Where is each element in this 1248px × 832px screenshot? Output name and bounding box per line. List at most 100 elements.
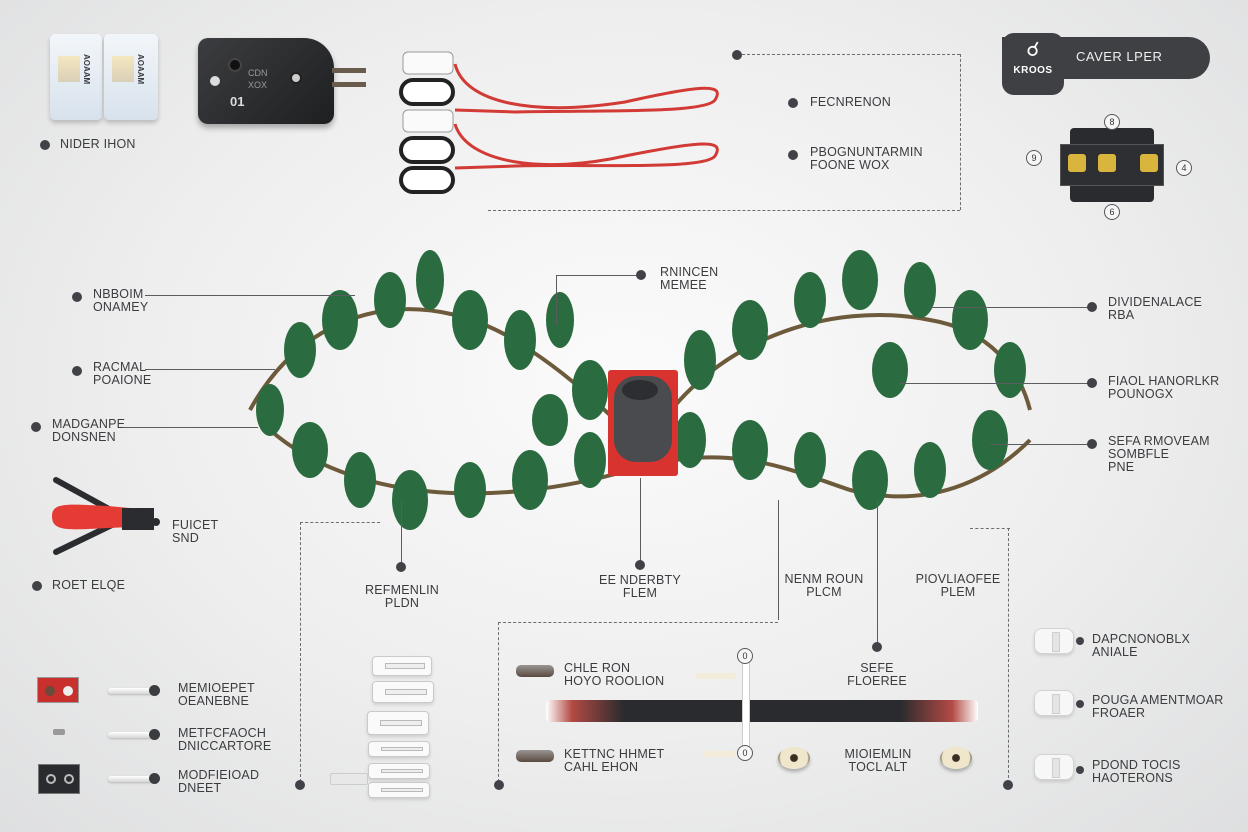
bracket-item-label: FECNRENON xyxy=(810,95,891,109)
dashed-connector xyxy=(498,622,778,623)
plug-mark: 01 xyxy=(230,94,245,109)
marker-dot xyxy=(788,98,798,108)
leaf-garland xyxy=(248,250,1032,530)
marker-dot xyxy=(40,140,50,150)
small-fuse xyxy=(53,729,65,735)
callout-line xyxy=(145,369,275,370)
terminal-chip xyxy=(1060,128,1164,202)
marker-dot xyxy=(1076,766,1084,774)
chip-marker: 4 xyxy=(1176,160,1192,176)
marker-dot xyxy=(788,150,798,160)
callout-line xyxy=(640,478,641,564)
marker-dot xyxy=(396,562,406,572)
center-callout-label: RNINCEN MEMEE xyxy=(660,265,719,292)
bracket-start-dot xyxy=(732,50,742,60)
marker-dot xyxy=(1087,439,1097,449)
vertical-bar xyxy=(742,656,750,756)
slot-connector xyxy=(367,711,429,735)
black-socket-pair xyxy=(38,764,80,794)
slot-connector xyxy=(368,782,430,798)
callout-line xyxy=(401,500,402,566)
bar-marker: 0 xyxy=(737,648,753,664)
washer xyxy=(940,747,972,769)
mid-callout-label: REFMENLIN PLDN xyxy=(364,583,440,610)
probe-pin xyxy=(108,729,160,740)
chip-marker: 6 xyxy=(1104,204,1120,220)
copper-crimp xyxy=(516,665,554,677)
bottom-right-label: POUGA AMENTMOAR FROAER xyxy=(1092,693,1224,720)
right-callout-label: FIAOL HANORLKR POUNOGX xyxy=(1108,374,1220,401)
marker-dot xyxy=(31,422,41,432)
bottom-right-label: PDOND TOCIS HAOTERONS xyxy=(1092,758,1181,785)
mid-callout-label: PIOVLIAOFEE PLEM xyxy=(915,572,1001,599)
plug-mark: CDN xyxy=(248,68,268,78)
plastic-clip xyxy=(1034,628,1074,654)
callout-line xyxy=(556,275,557,325)
right-callout-label: SEFA RMOVEAM SOMBFLE PNE xyxy=(1108,434,1210,474)
marker-dot xyxy=(32,581,42,591)
terminal-strip xyxy=(704,751,736,757)
badge-title: CAVER LPER xyxy=(1076,49,1163,64)
dashed-connector xyxy=(970,528,1010,529)
bottom-left-label: MEMIOEPET OEANEBNE xyxy=(178,681,255,708)
dashed-connector xyxy=(498,622,499,782)
dashed-connector xyxy=(1008,528,1009,778)
plug-mark: XOX xyxy=(248,80,268,90)
tool-label: FUICET SND xyxy=(172,518,219,545)
plastic-clip xyxy=(1034,754,1074,780)
slot-plug xyxy=(330,773,368,785)
red-test-leads xyxy=(399,51,719,194)
marker-dot xyxy=(1076,700,1084,708)
dashed-connector xyxy=(742,54,960,55)
marker-dot xyxy=(295,780,305,790)
callout-line xyxy=(778,500,779,620)
marker-dot xyxy=(636,270,646,280)
chip-marker: 9 xyxy=(1026,150,1042,166)
mid-callout-label: NENM ROUN PLCM xyxy=(784,572,864,599)
marker-dot xyxy=(72,292,82,302)
marker-dot xyxy=(1003,780,1013,790)
bar-marker: 0 xyxy=(737,745,753,761)
junction-label: SEFE FLOEREE xyxy=(847,661,907,688)
wire-stripper-tool xyxy=(52,477,160,555)
copper-crimp xyxy=(516,750,554,762)
slot-connector xyxy=(372,656,432,676)
terminal-strip xyxy=(696,673,736,679)
ribbon-cable xyxy=(546,700,978,722)
marker-dot xyxy=(494,780,504,790)
marker-dot xyxy=(1087,378,1097,388)
callout-line xyxy=(556,275,636,276)
callout-line xyxy=(930,307,1090,308)
twin-socket-module: AOAAM AOAAM xyxy=(50,34,162,120)
slot-connector xyxy=(372,681,434,703)
bracket-item-label: PBOGNUNTARMIN FOONE WOX xyxy=(810,145,923,172)
chip-marker: 8 xyxy=(1104,114,1120,130)
callout-line xyxy=(145,295,355,296)
probe-pin xyxy=(108,685,160,696)
bottom-right-label: DAPCNONOBLX ANIALE xyxy=(1092,632,1191,659)
marker-dot xyxy=(1087,302,1097,312)
right-callout-label: DIVIDENALACE RBA xyxy=(1108,295,1203,322)
callout-line xyxy=(900,383,1090,384)
slot-connector xyxy=(368,763,430,779)
dashed-connector xyxy=(488,210,960,211)
left-callout-label: NBBOIM ONAMEY xyxy=(93,287,149,314)
dashed-connector xyxy=(300,522,301,782)
marker-dot xyxy=(635,560,645,570)
black-plug-connector: CDN XOX 01 xyxy=(198,38,368,124)
marker-dot xyxy=(1076,637,1084,645)
tool-bottom-label: ROET ELQE xyxy=(52,578,126,592)
washer xyxy=(778,747,810,769)
dashed-connector xyxy=(300,522,380,523)
marker-dot xyxy=(72,366,82,376)
callout-line xyxy=(990,444,1090,445)
junction-label: MIOIEMLIN TOCL ALT xyxy=(844,747,912,774)
callout-line xyxy=(123,427,258,428)
marker-dot xyxy=(872,642,882,652)
bell-pepper-icon: ☌ xyxy=(1026,39,1040,61)
slot-connector xyxy=(368,741,430,757)
callout-line xyxy=(877,500,878,644)
probe-pin xyxy=(108,773,160,784)
badge-icon-tile: ☌ KROOS xyxy=(1002,33,1064,95)
cable-label: CHLE RON HOYO ROOLION xyxy=(564,661,665,688)
